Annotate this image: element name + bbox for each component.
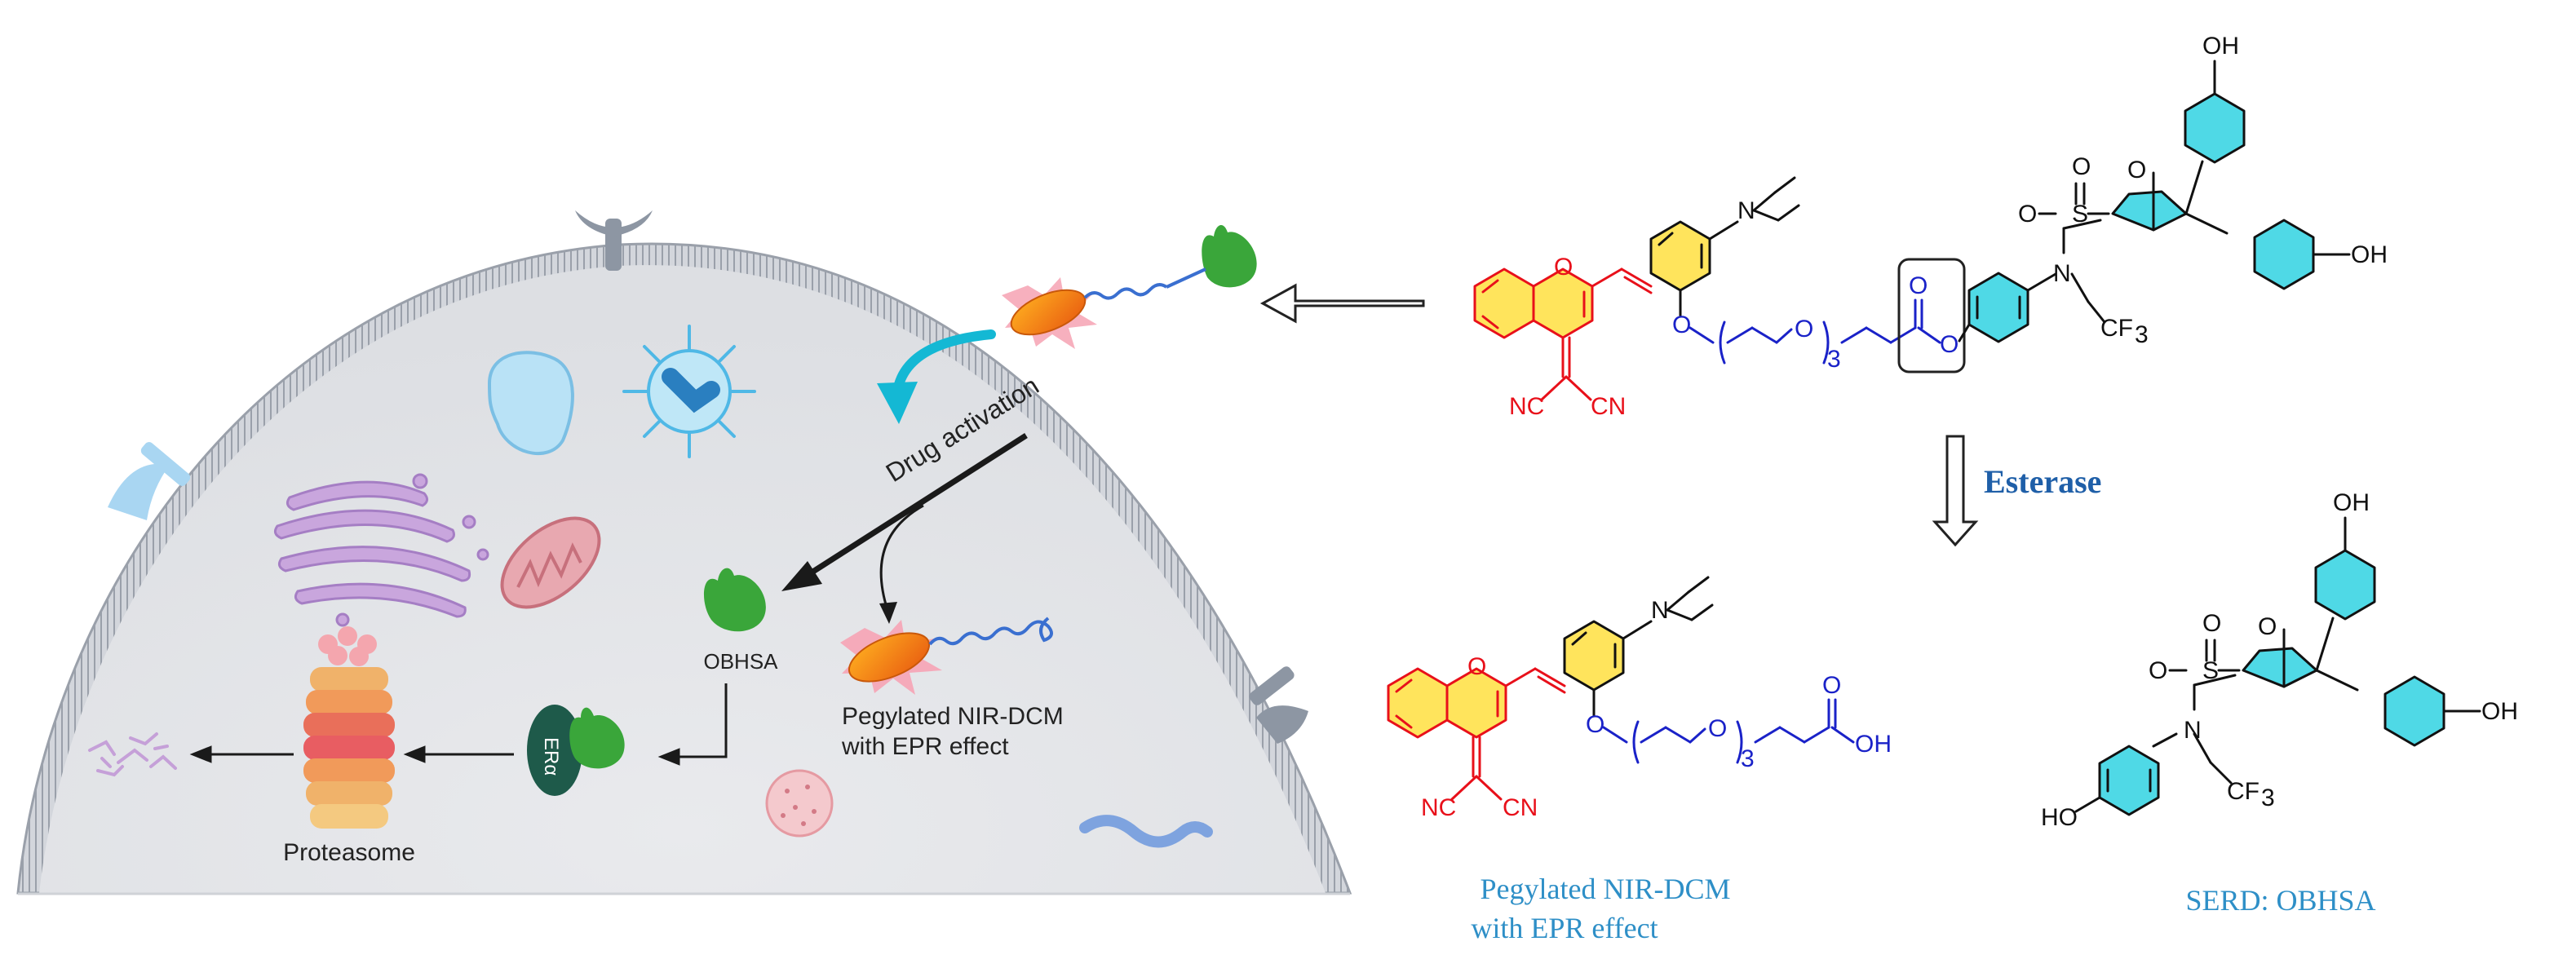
atom-o-peg-p1: O — [1708, 715, 1727, 742]
atom-oh-a-p2: OH — [2333, 489, 2370, 516]
drug-activation-arrow — [781, 433, 1028, 624]
atom-cf3-p2: CF — [2227, 778, 2260, 805]
internalization-arrow — [877, 329, 996, 424]
receptor-top — [575, 210, 653, 271]
atom-oh-b-top: OH — [2351, 241, 2388, 268]
atom-o-sulfonyl2-p2: O — [2202, 610, 2221, 637]
atom-o-pyran: O — [1554, 254, 1573, 281]
obhsa-to-era-arrow — [657, 683, 728, 766]
oxabicyclic-core-p2: O — [2242, 613, 2359, 692]
lipid-droplet-icon — [487, 351, 574, 455]
atom-cn-top: CN — [1591, 393, 1626, 420]
prodrug-structure: O NC CN N — [1473, 33, 2388, 420]
oxabicyclic-core-top: O — [2111, 157, 2229, 235]
atom-nc-top: NC — [1509, 393, 1544, 420]
atom-n-sulfonamide-top: N — [2053, 260, 2071, 287]
drug-molecule-green — [1202, 224, 1257, 288]
ester-cleavage-box — [1897, 258, 1966, 373]
phenol-ring-a-top — [2184, 92, 2246, 164]
peptide-fragments-icon — [88, 732, 177, 777]
lysosome-icon — [622, 325, 756, 458]
atom-oh-a-top: OH — [2202, 33, 2239, 60]
atom-o-bridge-top: O — [2127, 157, 2146, 183]
atom-oh-b-p2: OH — [2481, 698, 2518, 725]
product1-caption-line1: Pegylated NIR-DCM — [1481, 873, 1731, 905]
atom-o-carbonyl-p1: O — [1822, 672, 1841, 699]
cell-panel: Drug activation OBHSA Pegylated NIR-DCM … — [16, 210, 1352, 895]
atom-n-p2: N — [2184, 717, 2202, 744]
receptor-left — [108, 442, 191, 520]
benzo-ring-top — [1473, 267, 1535, 339]
atom-o-sulfonyl1-top: O — [2018, 201, 2037, 228]
peg-subscript-p1: 3 — [1741, 745, 1755, 772]
product-obhsa-structure: N S O O CF 3 HO O OH OH — [2041, 489, 2518, 831]
proteasome-label: Proteasome — [283, 839, 415, 866]
mitochondrion-icon — [500, 516, 601, 609]
era-drug-complex — [527, 705, 625, 796]
esterase-label: Esterase — [1984, 463, 2101, 500]
obhsa-label: OBHSA — [703, 649, 778, 674]
era-label: ERα — [540, 737, 562, 776]
structure-to-cell-arrow — [1259, 283, 1425, 324]
obhsa-drug-icon — [703, 568, 766, 632]
atom-o-sulfonyl1-p2: O — [2149, 657, 2167, 684]
proteasome-icon — [303, 626, 395, 829]
probe-label-line2: with EPR effect — [841, 733, 1009, 760]
esterase-arrow — [1932, 435, 1979, 547]
atom-s-p2: S — [2202, 657, 2219, 684]
atom-o-carbonyl-top: O — [1909, 272, 1928, 299]
atom-o-pyran-p1: O — [1467, 653, 1486, 680]
atom-cn-p1: CN — [1503, 794, 1538, 821]
atom-n-amine-top: N — [1737, 197, 1755, 224]
atom-cf3-top: CF — [2100, 315, 2133, 342]
peroxisome-icon — [765, 769, 834, 838]
atom-o-peg-top: O — [1795, 316, 1813, 343]
cf3-subscript-p2: 3 — [2261, 785, 2275, 811]
activated-probe — [840, 617, 1053, 695]
atom-o-ether-top: O — [1672, 312, 1691, 338]
atom-o-ether-p1: O — [1586, 711, 1604, 738]
phenol-ring-b-top — [2253, 219, 2315, 290]
atom-ho-p2: HO — [2041, 804, 2078, 831]
cf3-subscript-top: 3 — [2135, 321, 2149, 348]
atom-o-sulfonyl2-top: O — [2072, 153, 2091, 180]
peg-subscript-top: 3 — [1827, 346, 1841, 373]
pyran-ring-top — [1532, 267, 1594, 339]
probe-label-line1: Pegylated NIR-DCM — [842, 703, 1064, 730]
atom-o-bridge-p2: O — [2258, 613, 2277, 640]
atom-oh-acid-p1: OH — [1855, 731, 1892, 758]
product2-caption: SERD: OBHSA — [2185, 884, 2375, 917]
extracellular-probe-conjugate — [1002, 224, 1257, 349]
product1-caption-line2: with EPR effect — [1471, 912, 1658, 944]
atom-s-top: S — [2072, 201, 2088, 228]
rna-strand-icon — [1079, 815, 1213, 848]
receptor-right — [1249, 666, 1308, 744]
atom-nc-p1: NC — [1421, 794, 1456, 821]
golgi-apparatus-icon — [273, 473, 489, 627]
atom-n-amine-p1: N — [1651, 597, 1669, 624]
product-nir-dcm-structure: O NC CN N O O — [1387, 576, 1892, 821]
atom-o-ester-top: O — [1940, 331, 1959, 358]
